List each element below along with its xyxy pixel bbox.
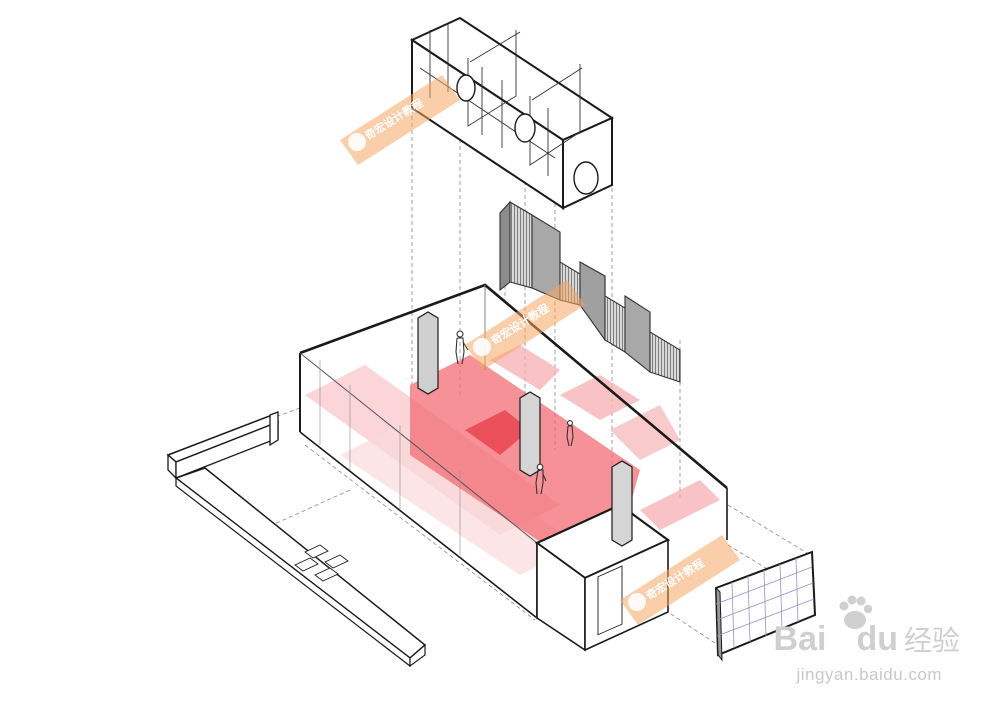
upper-module xyxy=(409,16,615,210)
folded-fin-screen xyxy=(499,200,681,383)
baidu-brand-tail: du xyxy=(856,620,898,658)
planter-bench xyxy=(166,411,427,668)
entrance-block xyxy=(534,503,671,652)
baidu-url: jingyan.baidu.com xyxy=(796,665,942,684)
grid-wall-panel xyxy=(714,550,817,662)
watermark-overlay xyxy=(340,75,740,625)
columns xyxy=(417,311,633,547)
paw-icon xyxy=(839,595,873,629)
person-figure xyxy=(455,330,574,495)
bookmark-icon xyxy=(348,133,646,611)
baidu-brand-cn: 经验 xyxy=(903,624,960,657)
baidu-brand-word: Bai xyxy=(773,620,827,658)
